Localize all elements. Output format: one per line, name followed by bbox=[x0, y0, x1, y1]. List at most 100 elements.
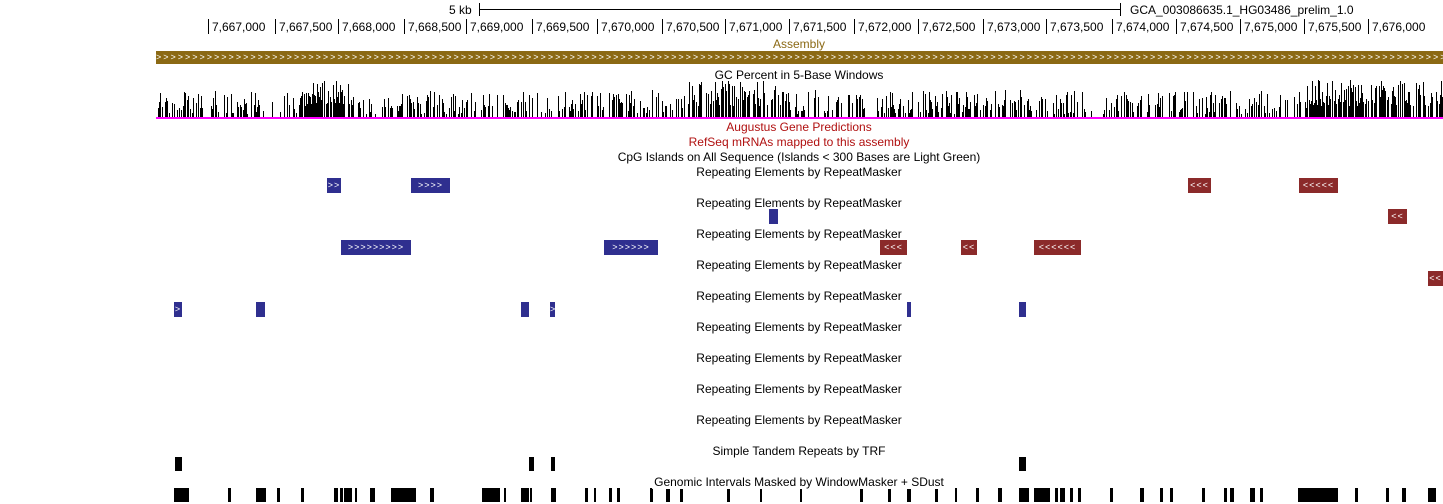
windowmasker-interval[interactable] bbox=[907, 488, 911, 502]
repeat-element[interactable]: >> bbox=[327, 178, 341, 193]
windowmasker-interval[interactable] bbox=[594, 488, 596, 502]
windowmasker-interval[interactable] bbox=[430, 488, 434, 502]
windowmasker-interval[interactable] bbox=[551, 488, 556, 502]
gc-bar bbox=[1326, 96, 1327, 118]
windowmasker-interval[interactable] bbox=[370, 488, 375, 502]
windowmasker-interval[interactable] bbox=[609, 488, 612, 502]
windowmasker-interval[interactable] bbox=[334, 488, 338, 502]
gc-bar bbox=[808, 92, 809, 118]
windowmasker-interval[interactable] bbox=[998, 488, 1002, 502]
gc-bar bbox=[597, 96, 598, 118]
windowmasker-interval[interactable] bbox=[340, 488, 343, 502]
windowmasker-interval[interactable] bbox=[935, 488, 938, 502]
repeat-element[interactable]: << bbox=[961, 240, 977, 255]
repeatmasker-track-title[interactable]: Repeating Elements by RepeatMasker bbox=[696, 320, 902, 334]
windowmasker-interval[interactable] bbox=[1402, 488, 1406, 502]
repeatmasker-track-title[interactable]: Repeating Elements by RepeatMasker bbox=[696, 258, 902, 272]
windowmasker-interval[interactable] bbox=[1078, 488, 1081, 502]
windowmasker-interval[interactable] bbox=[650, 488, 653, 502]
windowmasker-interval[interactable] bbox=[1298, 488, 1338, 502]
repeat-element[interactable] bbox=[907, 302, 911, 317]
repeat-element[interactable]: <<< bbox=[880, 240, 907, 255]
windowmasker-interval[interactable] bbox=[1140, 488, 1144, 502]
gc-bar bbox=[974, 95, 975, 118]
trf-feature[interactable] bbox=[529, 457, 534, 471]
windowmasker-interval[interactable] bbox=[1202, 488, 1205, 502]
repeat-element[interactable]: > bbox=[174, 302, 182, 317]
cpg-track-title[interactable]: CpG Islands on All Sequence (Islands < 3… bbox=[617, 150, 981, 164]
windowmasker-interval[interactable] bbox=[888, 488, 891, 502]
windowmasker-interval[interactable] bbox=[1160, 488, 1163, 502]
windowmasker-interval[interactable] bbox=[1386, 488, 1389, 502]
trf-track-title[interactable]: Simple Tandem Repeats by TRF bbox=[712, 444, 886, 458]
windowmasker-interval[interactable] bbox=[680, 488, 683, 502]
windowmasker-interval[interactable] bbox=[1355, 488, 1358, 502]
windowmasker-interval[interactable] bbox=[1034, 488, 1050, 502]
repeat-element[interactable]: > bbox=[550, 302, 555, 317]
gc-percent-wiggle[interactable] bbox=[156, 80, 1443, 120]
windowmasker-interval[interactable] bbox=[666, 488, 670, 502]
windowmasker-interval[interactable] bbox=[1224, 488, 1227, 502]
windowmasker-interval[interactable] bbox=[186, 488, 189, 502]
windowmasker-interval[interactable] bbox=[1055, 488, 1058, 502]
windowmasker-interval[interactable] bbox=[256, 488, 266, 502]
repeat-element[interactable] bbox=[521, 302, 529, 317]
windowmasker-interval[interactable] bbox=[504, 488, 506, 502]
repeat-element[interactable] bbox=[256, 302, 265, 317]
augustus-track-title[interactable]: Augustus Gene Predictions bbox=[726, 120, 872, 134]
windowmasker-interval[interactable] bbox=[344, 488, 352, 502]
repeatmasker-track-title[interactable]: Repeating Elements by RepeatMasker bbox=[696, 382, 902, 396]
refseq-track-title[interactable]: RefSeq mRNAs mapped to this assembly bbox=[688, 135, 910, 149]
repeat-element[interactable]: <<< bbox=[1188, 178, 1211, 193]
windowmasker-track-title[interactable]: Genomic Intervals Masked by WindowMasker… bbox=[652, 475, 946, 489]
windowmasker-interval[interactable] bbox=[1170, 488, 1173, 502]
repeatmasker-track-title[interactable]: Repeating Elements by RepeatMasker bbox=[696, 289, 902, 303]
assembly-track-bar[interactable]: >>>>>>>>>>>>>>>>>>>>>>>>>>>>>>>>>>>>>>>>… bbox=[156, 51, 1443, 64]
windowmasker-interval[interactable] bbox=[800, 488, 802, 502]
trf-feature[interactable] bbox=[1019, 457, 1026, 471]
trf-feature[interactable] bbox=[175, 457, 182, 471]
windowmasker-interval[interactable] bbox=[1060, 488, 1065, 502]
windowmasker-interval[interactable] bbox=[860, 488, 863, 502]
windowmasker-interval[interactable] bbox=[1070, 488, 1073, 502]
windowmasker-interval[interactable] bbox=[1230, 488, 1234, 502]
trf-feature[interactable] bbox=[551, 457, 555, 471]
gc-percent-track-title[interactable]: GC Percent in 5-Base Windows bbox=[714, 68, 884, 82]
windowmasker-interval[interactable] bbox=[1260, 488, 1263, 502]
windowmasker-interval[interactable] bbox=[391, 488, 416, 502]
windowmasker-interval[interactable] bbox=[617, 488, 620, 502]
windowmasker-interval[interactable] bbox=[760, 488, 762, 502]
windowmasker-interval[interactable] bbox=[228, 488, 231, 502]
windowmasker-interval[interactable] bbox=[1428, 488, 1436, 502]
assembly-track-title[interactable]: Assembly bbox=[772, 37, 826, 51]
windowmasker-interval[interactable] bbox=[482, 488, 500, 502]
repeat-element[interactable]: >>>>>>>>> bbox=[341, 240, 411, 255]
repeat-element[interactable]: <<<<<< bbox=[1034, 240, 1081, 255]
repeat-element[interactable] bbox=[769, 209, 778, 224]
repeatmasker-track-title[interactable]: Repeating Elements by RepeatMasker bbox=[696, 351, 902, 365]
repeatmasker-track-title[interactable]: Repeating Elements by RepeatMasker bbox=[696, 196, 902, 210]
repeat-element[interactable] bbox=[1019, 302, 1026, 317]
windowmasker-interval[interactable] bbox=[521, 488, 529, 502]
windowmasker-interval[interactable] bbox=[174, 488, 186, 502]
repeat-element[interactable]: >>>> bbox=[411, 178, 450, 193]
windowmasker-interval[interactable] bbox=[277, 488, 280, 502]
windowmasker-interval[interactable] bbox=[530, 488, 532, 502]
windowmasker-interval[interactable] bbox=[355, 488, 357, 502]
repeat-element[interactable]: >>>>>> bbox=[604, 240, 658, 255]
windowmasker-interval[interactable] bbox=[301, 488, 304, 502]
windowmasker-interval[interactable] bbox=[1110, 488, 1113, 502]
repeatmasker-track-title[interactable]: Repeating Elements by RepeatMasker bbox=[696, 165, 902, 179]
windowmasker-interval[interactable] bbox=[1250, 488, 1255, 502]
windowmasker-interval[interactable] bbox=[955, 488, 957, 502]
repeat-element[interactable]: << bbox=[1388, 209, 1407, 224]
repeatmasker-track-title[interactable]: Repeating Elements by RepeatMasker bbox=[696, 413, 902, 427]
repeatmasker-track-title[interactable]: Repeating Elements by RepeatMasker bbox=[696, 227, 902, 241]
windowmasker-interval[interactable] bbox=[585, 488, 588, 502]
repeat-element[interactable]: << bbox=[1428, 271, 1443, 286]
windowmasker-interval[interactable] bbox=[727, 488, 730, 502]
windowmasker-interval[interactable] bbox=[1019, 488, 1029, 502]
windowmasker-interval[interactable] bbox=[976, 488, 979, 502]
repeat-element[interactable]: <<<<< bbox=[1299, 178, 1338, 193]
